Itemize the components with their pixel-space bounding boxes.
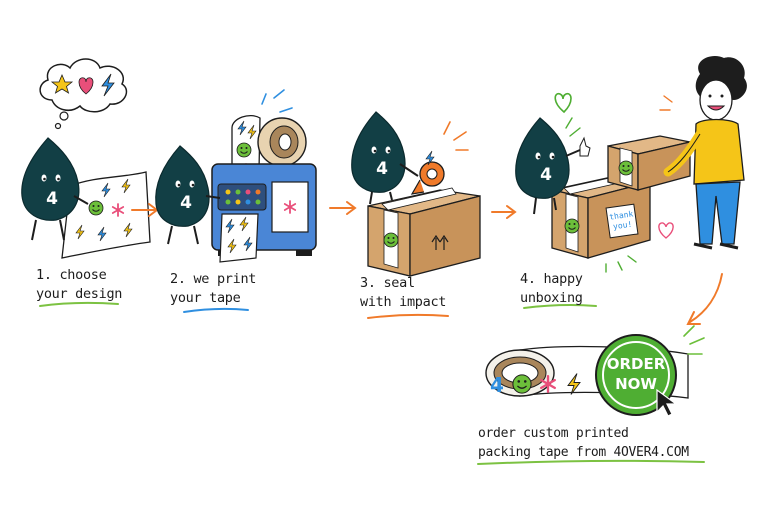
thank-you-card: you!	[612, 220, 632, 232]
hearts-icon	[658, 222, 674, 239]
order-now-label: NOW	[615, 375, 657, 393]
mascot-label: 4	[540, 165, 552, 185]
mascot-label: 4	[180, 193, 192, 213]
order-button-shape	[595, 334, 677, 416]
person-figure	[663, 55, 747, 250]
mascot-step-4: 4	[515, 117, 591, 215]
arrow-icon	[329, 201, 357, 215]
step-1-illustration: 4	[21, 58, 151, 259]
heart-icon	[78, 77, 94, 95]
thumbs-up-icon	[565, 136, 591, 157]
mascot-step-3: 4	[351, 111, 419, 205]
mascot-step-1: 4	[21, 137, 89, 241]
tape-print-4: 4	[490, 373, 504, 397]
step-2-caption: 2. we print your tape	[170, 271, 257, 306]
arrow-icon	[491, 205, 517, 219]
arrow-icon	[686, 273, 723, 325]
mascot-label: 4	[46, 189, 58, 209]
order-now-label: ORDER	[606, 355, 666, 373]
order-now-button[interactable]: ORDER NOW	[593, 332, 679, 418]
step-1-caption: 1. choose your design	[36, 267, 123, 302]
design-sheet	[61, 171, 151, 259]
mascot-step-2: 4	[155, 145, 221, 245]
step-1-underline	[39, 301, 119, 307]
step-4-underline	[523, 303, 597, 309]
hearts-icon	[554, 92, 572, 114]
step-2-illustration: 4	[155, 89, 317, 263]
step-3-illustration: 4	[351, 111, 481, 277]
lightning-icon	[101, 73, 115, 97]
thank-you-card: thank	[609, 209, 634, 221]
star-icon	[50, 73, 74, 94]
step-4-caption: 4. happy unboxing	[520, 271, 583, 306]
step-2-underline	[183, 307, 249, 313]
step-3-underline	[367, 313, 449, 319]
step-3-caption: 3. seal with impact	[360, 275, 447, 310]
mascot-label: 4	[376, 159, 388, 179]
cursor-arrow-icon	[656, 388, 678, 417]
step-4-illustration: thank you! 4	[515, 55, 747, 273]
thought-bubble-icon	[39, 58, 128, 130]
cta-text: order custom printed packing tape from 4…	[478, 426, 689, 460]
cta-underline	[477, 459, 705, 465]
